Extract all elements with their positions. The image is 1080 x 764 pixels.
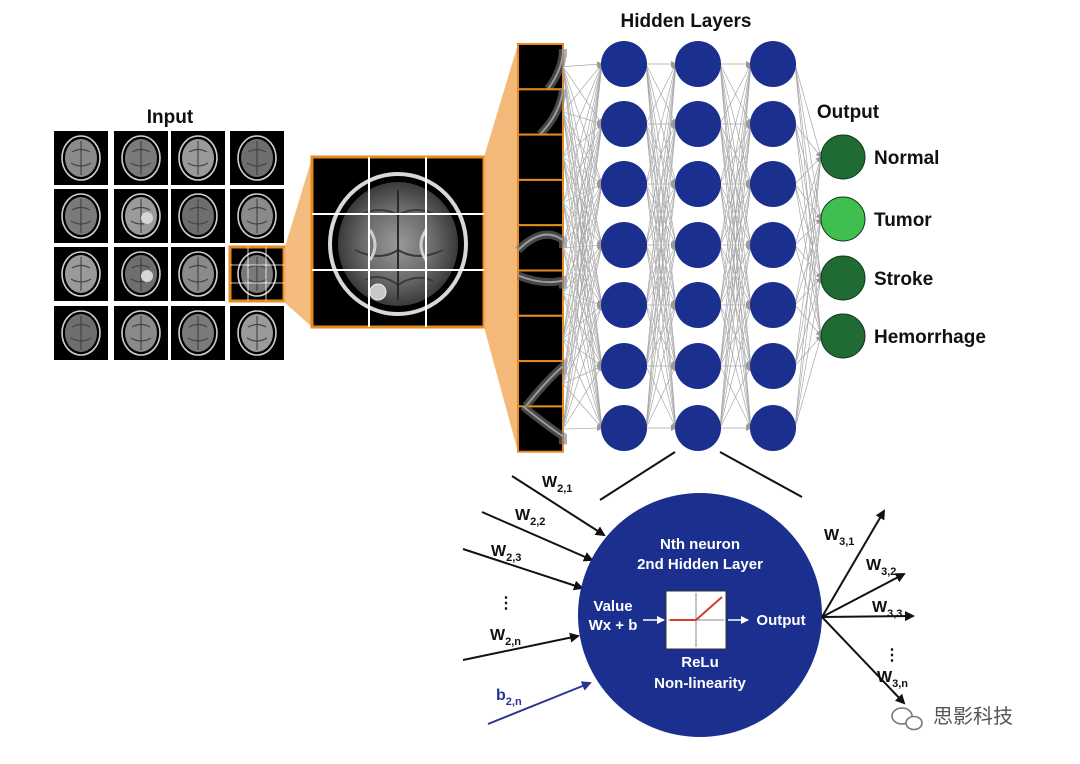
hidden-neuron	[601, 222, 647, 268]
watermark-text: 思影科技	[933, 704, 1013, 728]
input-scan-tile	[171, 247, 225, 301]
input-scan-tile	[230, 131, 284, 185]
detailed-neuron: Nth neuron 2nd Hidden Layer Value Wx + b…	[578, 493, 822, 737]
input-ellipsis: ⋮	[498, 595, 514, 612]
input-scan-tile	[54, 189, 108, 243]
input-scan-tile	[230, 189, 284, 243]
input-scan-tile	[171, 189, 225, 243]
weight-w2n-label: W2,n	[490, 627, 521, 648]
output-class-label: Hemorrhage	[874, 327, 986, 348]
neuron-formula: Wx + b	[589, 617, 638, 634]
hidden-neuron	[675, 405, 721, 451]
output-node: Normal	[820, 134, 939, 180]
image-patch	[517, 314, 564, 363]
hidden-neuron	[750, 222, 796, 268]
watermark: 思影科技	[891, 704, 1013, 731]
neuron-input-arrows	[462, 475, 606, 725]
image-patch	[517, 43, 567, 92]
input-scan-tile	[230, 306, 284, 360]
output-label: Output	[817, 102, 880, 123]
output-neuron	[820, 313, 866, 359]
neuron-output-arrows	[821, 509, 915, 705]
input-scan-tile	[114, 306, 168, 360]
hidden-neuron	[675, 161, 721, 207]
zoom-connector-right	[484, 44, 518, 452]
output-neuron	[820, 196, 866, 242]
hidden-neuron	[750, 101, 796, 147]
neuron-value-label: Value	[593, 598, 632, 615]
hidden-neuron	[675, 41, 721, 87]
patch-column	[515, 43, 567, 453]
input-scan-tile	[171, 131, 225, 185]
enlarged-slice	[310, 155, 486, 329]
input-image-grid	[54, 131, 286, 360]
wechat-icon	[891, 707, 923, 731]
input-scan-tile	[114, 189, 168, 243]
hidden-neuron	[750, 282, 796, 328]
image-patch	[517, 403, 567, 453]
output-neuron	[820, 255, 866, 301]
hidden-neuron	[601, 343, 647, 389]
hidden-neuron	[601, 161, 647, 207]
hidden-neuron	[601, 282, 647, 328]
hidden-neuron	[750, 41, 796, 87]
input-scan-tile	[54, 247, 108, 301]
zoom-connector-left	[284, 158, 312, 327]
zoom-line-right	[719, 451, 803, 498]
output-class-label: Tumor	[874, 210, 932, 231]
activation-name: ReLu	[681, 654, 719, 671]
input-scan-tile	[54, 306, 108, 360]
input-scan-tile	[228, 245, 286, 303]
output-node: Hemorrhage	[820, 313, 986, 359]
hidden-neuron	[675, 343, 721, 389]
image-patch	[516, 269, 567, 317]
neuron-title: Nth neuron	[660, 536, 740, 553]
hidden-layers	[601, 41, 796, 451]
input-scan-tile	[54, 131, 108, 185]
weight-w31-label: W3,1	[824, 527, 854, 548]
hidden-neuron	[601, 41, 647, 87]
image-patch	[517, 178, 564, 227]
input-scan-tile	[171, 306, 225, 360]
neuron-output-label: Output	[756, 612, 805, 629]
output-neuron	[820, 134, 866, 180]
output-node: Stroke	[820, 255, 933, 301]
input-scan-tile	[114, 247, 168, 301]
hidden-neuron	[675, 282, 721, 328]
hidden-neuron	[601, 101, 647, 147]
image-patch	[517, 88, 567, 138]
output-class-label: Stroke	[874, 269, 933, 290]
input-scan-tile	[114, 131, 168, 185]
hidden-neuron	[675, 222, 721, 268]
image-patch	[517, 357, 567, 409]
weight-w23-label: W2,3	[491, 543, 521, 564]
hidden-layers-label: Hidden Layers	[621, 11, 752, 32]
zoom-line-left	[599, 451, 676, 501]
hidden-neuron	[750, 343, 796, 389]
weight-w33-label: W3,3	[872, 599, 902, 620]
image-patch	[515, 224, 567, 272]
activation-desc: Non-linearity	[654, 675, 746, 692]
hidden-neuron	[750, 405, 796, 451]
bias-b2n-label: b2,n	[496, 687, 522, 708]
output-ellipsis: ⋮	[884, 647, 900, 664]
relu-plot	[665, 590, 727, 650]
weight-w32-label: W3,2	[866, 557, 896, 578]
weight-w21-label: W2,1	[542, 474, 572, 495]
input-label: Input	[147, 107, 194, 128]
hidden-neuron	[750, 161, 796, 207]
weight-w22-label: W2,2	[515, 507, 545, 528]
weight-w3n-label: W3,n	[877, 669, 908, 690]
image-patch	[517, 133, 564, 181]
output-node: Tumor	[820, 196, 932, 242]
hidden-neuron	[675, 101, 721, 147]
network-connections	[562, 61, 824, 432]
output-class-label: Normal	[874, 148, 939, 169]
neuron-layer: 2nd Hidden Layer	[637, 556, 763, 573]
hidden-neuron	[601, 405, 647, 451]
